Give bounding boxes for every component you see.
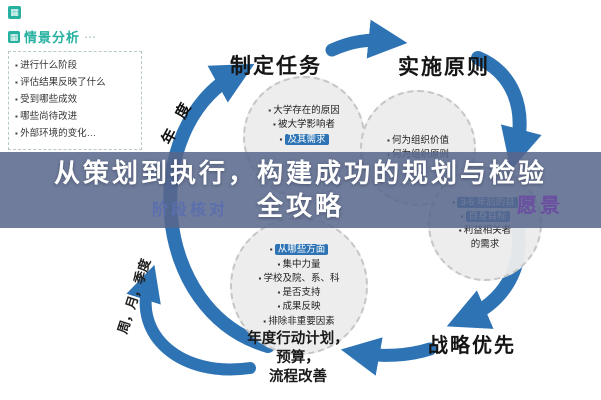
bubble-item: 排除非重要因素: [263, 315, 335, 329]
annual-plan-line: 预算，: [276, 350, 320, 366]
bubble-item-text: 大学存在的原因: [273, 105, 340, 116]
dots-icon: ⋯: [84, 29, 97, 44]
scenario-item-text: 外部环境的变化…: [20, 128, 97, 140]
bubble-item: 被大学影响者: [273, 118, 335, 132]
banner-title-line2: 全攻略: [256, 191, 344, 221]
scenario-title: 情景分析: [24, 30, 81, 45]
scenario-item: 受到哪些成效: [15, 91, 137, 108]
bubble-item-text: 排除非重要因素: [268, 315, 335, 327]
annual-plan-line: 年度行动计划，: [247, 331, 349, 347]
bubble-item: 何为组织价值: [387, 134, 449, 148]
bubble-item: 集中力量: [277, 258, 321, 272]
bubble-item: 是否支持: [277, 286, 321, 300]
scenario-item-text: 哪些尚待改进: [20, 111, 78, 123]
bubble-item: 从哪些方面: [270, 243, 329, 257]
bubble-item-text: 被大学影响者: [278, 119, 336, 131]
banner-title-line1: 从策划到执行，构建成功的规划与检验: [53, 158, 547, 188]
scenario-item: 哪些尚待改进: [15, 108, 137, 125]
arrow-task-to-principle: [325, 19, 408, 59]
bubble-item: 利益相关者: [459, 224, 512, 238]
bubble-item-text-highlight: 及其需求: [284, 133, 329, 145]
scenario-item-text: 受到哪些成效: [20, 94, 78, 106]
bubble-item: 及其需求: [279, 133, 329, 147]
bubble-item: 的需求: [471, 238, 500, 252]
node-strategy-priority: 战略优先: [428, 335, 516, 357]
grid-logo-icon: ▦: [8, 6, 21, 19]
scenario-item-text: 评估结果反映了什么: [20, 77, 106, 89]
node-stage-check: 阶段核对: [152, 202, 229, 219]
bubble-item-text: 何为组织价值: [392, 134, 450, 146]
title-banner: 从策划到执行，构建成功的规划与检验 全攻略: [0, 152, 601, 228]
node-make-task: 制定任务: [230, 55, 322, 78]
bubble-item-text: 集中力量: [282, 258, 321, 270]
bubble-item: 成果反映: [277, 300, 321, 314]
bubble-item: 大学存在的原因: [268, 104, 340, 118]
bubble-item-text: 是否支持: [282, 287, 321, 298]
bubble-item-text: 成果反映: [282, 301, 321, 313]
scenario-item: 评估结果反映了什么: [15, 74, 137, 91]
node-annual-plan: 年度行动计划， 预算， 流程改善: [236, 330, 360, 387]
scenario-grid-icon: ▦: [8, 30, 20, 43]
scenario-header: ▦ 情景分析 ⋯: [8, 27, 142, 46]
node-implement-principle: 实施原则: [398, 56, 490, 79]
bubble-item-text: 的需求: [470, 239, 500, 251]
scenario-analysis-panel: ▦ 情景分析 ⋯ 进行什么阶段 评估结果反映了什么 受到哪些成效 哪些尚待改进 …: [8, 27, 142, 151]
arrow-strategy-to-plan: [340, 337, 437, 376]
node-vision: 愿景: [517, 195, 563, 217]
scenario-list: 进行什么阶段 评估结果反映了什么 受到哪些成效 哪些尚待改进 外部环境的变化…: [8, 51, 142, 151]
scenario-item-text: 进行什么阶段: [20, 60, 78, 71]
bubble-item-text-highlight: 从哪些方面: [274, 244, 329, 256]
scenario-item: 外部环境的变化…: [15, 125, 137, 142]
arrow-bottom-left-loop: [126, 264, 256, 376]
annual-plan-line: 流程改善: [269, 369, 327, 385]
scenario-item: 进行什么阶段: [15, 57, 137, 74]
bubble-item: 学校及院、系、科: [258, 272, 340, 286]
bubble-item-text: 学校及院、系、科: [263, 272, 340, 284]
bubble-item-text: 利益相关者: [463, 225, 512, 236]
arrow-principle-to-vision: [471, 51, 542, 171]
